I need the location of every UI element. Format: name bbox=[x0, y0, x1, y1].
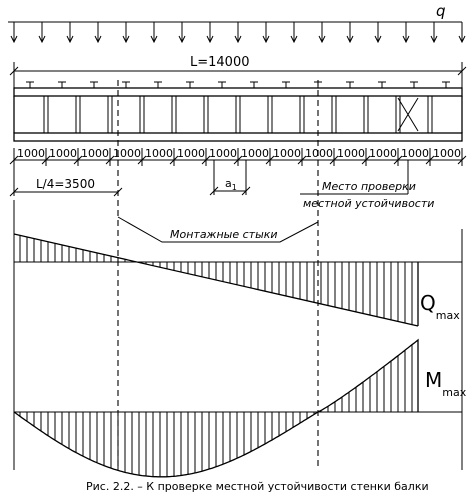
segment-tick-mark bbox=[105, 155, 115, 165]
check-location-note: Место проверки местной устойчивости bbox=[300, 160, 434, 210]
load-arrow bbox=[234, 22, 242, 44]
load-arrow bbox=[318, 22, 326, 44]
segment-tick-mark bbox=[169, 155, 179, 165]
segment-tick-mark bbox=[393, 155, 403, 165]
load-arrow bbox=[150, 22, 158, 44]
bolt-mark bbox=[378, 81, 386, 89]
bolt-mark bbox=[442, 81, 450, 89]
segment-label: 1000 bbox=[369, 147, 397, 160]
segment-label: 1000 bbox=[273, 147, 301, 160]
bolt-mark bbox=[282, 81, 290, 89]
load-arrow bbox=[402, 22, 410, 44]
load-arrow bbox=[262, 22, 270, 44]
segment-dimension-chain: 1000 1000 1000 1000 1000 1000 1000 1000 1000 1000… bbox=[9, 147, 467, 166]
bolt-mark bbox=[250, 81, 258, 89]
segment-tick-mark bbox=[201, 155, 211, 165]
mounting-joint-lines: Монтажные стыки bbox=[117, 80, 319, 470]
distributed-load: q bbox=[8, 2, 466, 44]
beam-elevation bbox=[13, 81, 463, 142]
segment-label: 1000 bbox=[17, 147, 45, 160]
segment-tick-mark bbox=[233, 155, 243, 165]
segment-label: 1000 bbox=[401, 147, 429, 160]
moment-label: Mmax bbox=[425, 368, 467, 399]
segment-label: 1000 bbox=[241, 147, 269, 160]
segment-label: 1000 bbox=[433, 147, 461, 160]
load-arrow bbox=[94, 22, 102, 44]
quarter-span-label: L/4=3500 bbox=[36, 177, 95, 191]
segment-tick-mark bbox=[137, 155, 147, 165]
segment-tick-mark bbox=[265, 155, 275, 165]
stiffener-spacing-dimension: a1 bbox=[209, 160, 251, 196]
load-arrow bbox=[66, 22, 74, 44]
segment-label: 1000 bbox=[81, 147, 109, 160]
bolt-mark bbox=[218, 81, 226, 89]
load-arrow bbox=[10, 22, 18, 44]
quarter-span-dimension: L/4=3500 bbox=[9, 160, 123, 197]
bolt-mark bbox=[58, 81, 66, 89]
spacing-label: a1 bbox=[225, 177, 237, 192]
span-dimension: L=14000 bbox=[9, 55, 467, 88]
load-arrow bbox=[346, 22, 354, 44]
load-arrow bbox=[122, 22, 130, 44]
figure-caption: Рис. 2.2. – К проверке местной устойчиво… bbox=[86, 480, 429, 493]
bolt-mark bbox=[186, 81, 194, 89]
segment-label: 1000 bbox=[305, 147, 333, 160]
span-label: L=14000 bbox=[190, 55, 250, 70]
bolt-mark bbox=[90, 81, 98, 89]
load-arrow bbox=[38, 22, 46, 44]
segment-label: 1000 bbox=[337, 147, 365, 160]
load-arrow bbox=[206, 22, 214, 44]
shear-label: Qmax bbox=[420, 291, 460, 322]
check-location-line2: местной устойчивости bbox=[303, 197, 434, 210]
bolt-mark bbox=[410, 81, 418, 89]
load-label: q bbox=[436, 2, 446, 20]
segment-label: 1000 bbox=[209, 147, 237, 160]
load-arrow bbox=[290, 22, 298, 44]
bending-moment-diagram: Mmax bbox=[13, 338, 467, 478]
load-arrow bbox=[374, 22, 382, 44]
check-location-line1: Место проверки bbox=[322, 180, 416, 193]
segment-tick-mark bbox=[457, 155, 467, 165]
segment-label: 1000 bbox=[113, 147, 141, 160]
joints-label: Монтажные стыки bbox=[170, 228, 278, 241]
load-arrow bbox=[458, 22, 466, 44]
segment-tick-mark bbox=[73, 155, 83, 165]
bolt-mark bbox=[346, 81, 354, 89]
segment-label: 1000 bbox=[145, 147, 173, 160]
load-arrow bbox=[430, 22, 438, 44]
segment-tick-mark bbox=[297, 155, 307, 165]
segment-tick-mark bbox=[329, 155, 339, 165]
segment-tick-mark bbox=[41, 155, 51, 165]
checked-panel-cross bbox=[397, 97, 419, 132]
segment-tick-mark bbox=[425, 155, 435, 165]
shear-force-diagram: Qmax bbox=[13, 200, 463, 470]
load-arrow bbox=[178, 22, 186, 44]
bolt-mark bbox=[154, 81, 162, 89]
segment-label: 1000 bbox=[49, 147, 77, 160]
segment-label: 1000 bbox=[177, 147, 205, 160]
segment-tick-mark bbox=[361, 155, 371, 165]
bolt-mark bbox=[122, 81, 130, 89]
bolt-mark bbox=[26, 81, 34, 89]
